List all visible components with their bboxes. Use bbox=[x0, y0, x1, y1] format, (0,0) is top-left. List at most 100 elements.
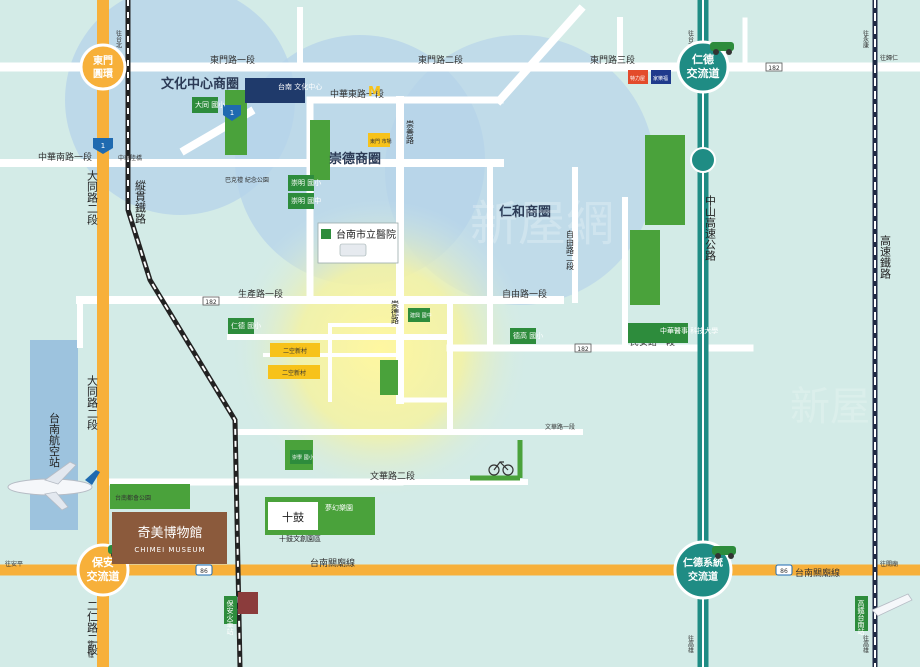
dir-guiren: 往歸仁 bbox=[880, 54, 898, 62]
dir-gaotie-north: 往永康 bbox=[862, 29, 869, 48]
label-wenhua-1: 文華路一段 bbox=[545, 423, 575, 431]
interchange-rende-line1: 仁德 bbox=[692, 52, 714, 66]
label-datong-2a: 大同路二段 bbox=[86, 169, 99, 226]
store-carrefour-label: 家樂福 bbox=[653, 75, 668, 82]
university: 中華醫事 科技大學 bbox=[628, 323, 718, 343]
dir-anping: 往安平 bbox=[5, 560, 23, 568]
school-jianxing-label: 建興 國中 bbox=[410, 312, 432, 319]
site-highlight bbox=[230, 200, 530, 500]
shield-182-text: 182 bbox=[205, 299, 217, 306]
store-hanshin bbox=[628, 70, 648, 84]
shield-1-mid-text: 1 bbox=[230, 109, 234, 117]
park-right-2 bbox=[630, 230, 660, 305]
district-renhe: 仁和商圈 bbox=[499, 204, 551, 220]
hsr-train-icon bbox=[871, 593, 913, 617]
interchange-rende-system-line1: 仁德系統 bbox=[683, 556, 723, 569]
interchange-baoan-line1: 保安 bbox=[91, 555, 114, 569]
dir-north: 往台北 bbox=[115, 29, 122, 49]
cultural-center-label: 台南 文化中心 bbox=[278, 82, 322, 91]
school-chongming: 崇明 國小 bbox=[288, 175, 321, 191]
dir-gaoxiong-1: 往高雄 bbox=[87, 639, 94, 659]
label-zhonghua-east: 中華東路一段 bbox=[330, 88, 384, 100]
label-rende-highway: 中山高速公路 bbox=[704, 195, 717, 262]
shield-182-b bbox=[574, 343, 592, 353]
railway-dashes bbox=[127, 0, 241, 667]
shigu-card bbox=[268, 502, 318, 530]
shield-86-b bbox=[775, 564, 793, 576]
interchange-rende-system-line2: 交流道 bbox=[688, 570, 718, 583]
label-guanmiao-2: 台南關廟線 bbox=[795, 567, 840, 579]
shield-182-b-text: 182 bbox=[577, 346, 589, 353]
airport-label: 台南航空站 bbox=[48, 411, 61, 468]
school-jianxing-2: 崇學 國小 bbox=[290, 450, 314, 464]
school-jianxing-2-label: 崇學 國小 bbox=[292, 454, 314, 461]
village-block-1 bbox=[270, 343, 320, 357]
village-block-2 bbox=[268, 365, 320, 379]
hsr-station-badge bbox=[855, 596, 868, 631]
interchange-dongmen-line2: 圓環 bbox=[93, 68, 114, 80]
label-ziyou-1: 自由路一段 bbox=[502, 288, 547, 300]
label-datong-2b: 大同路二段 bbox=[86, 374, 99, 431]
hsr-station: 高鐵台南站 bbox=[855, 593, 913, 636]
hospital-label: 台南市立醫院 bbox=[336, 228, 396, 241]
shield-182-c-text: 182 bbox=[768, 65, 780, 72]
label-metro-park: 台南都會公園 bbox=[115, 494, 151, 502]
school-dewen-label: 德高 國小 bbox=[513, 331, 543, 340]
ambulance-icon bbox=[339, 243, 367, 257]
school-jianxing: 建興 國中 bbox=[408, 308, 432, 322]
interchange-dongmen-line1: 東門 bbox=[93, 54, 113, 67]
hospital-cross-icon bbox=[321, 229, 331, 239]
district-wenhua: 文化中心商圈 bbox=[161, 76, 239, 92]
district-chongde: 崇德商圈 bbox=[329, 151, 381, 167]
park-small-2 bbox=[380, 360, 398, 395]
university-badge bbox=[628, 323, 688, 343]
label-shengchan: 生產路一段 bbox=[238, 288, 283, 300]
car-icon bbox=[712, 546, 736, 559]
green-road bbox=[470, 440, 523, 481]
dir-kunlun: 往關廟 bbox=[880, 560, 898, 568]
school-rende-label: 仁德 國小 bbox=[231, 321, 261, 330]
school-rende: 仁德 國小 bbox=[228, 318, 261, 334]
shield-1-left-text: 1 bbox=[101, 142, 105, 150]
school-daqiao: 大同 國小 bbox=[192, 97, 225, 113]
baoan-station-label: 保安火車站 bbox=[226, 599, 234, 636]
label-ziyou-2: 自由路二段 bbox=[566, 229, 575, 271]
chimei-block: 奇美博物館 CHIMEI MUSEUM bbox=[112, 512, 227, 564]
park-right-1 bbox=[645, 135, 685, 225]
shield-1-mid bbox=[223, 105, 241, 121]
shield-1-left bbox=[93, 138, 113, 154]
watermark-xinwu: 新屋網 bbox=[470, 196, 614, 252]
shigu-label: 十鼓文創園區 bbox=[279, 534, 321, 543]
label-chongde: 崇德路 bbox=[391, 300, 400, 324]
shield-182-c bbox=[765, 62, 783, 72]
shield-86 bbox=[195, 564, 213, 576]
label-zhonghua-south: 中華南路一段 bbox=[38, 151, 92, 163]
school-chongming-label: 崇明 國小 bbox=[291, 178, 321, 187]
school-chongming-2: 崇明 國中 bbox=[288, 193, 321, 209]
park-metro bbox=[110, 484, 190, 509]
shield-highway-1 bbox=[690, 147, 716, 173]
dir-south-top: 往台北 bbox=[687, 29, 694, 49]
baoan-station-badge bbox=[224, 596, 237, 624]
dir-gaoxiong-3: 往高雄 bbox=[862, 634, 869, 654]
store-hanshin-label: 特力屋 bbox=[630, 75, 645, 82]
label-wenhua-2: 文華路二段 bbox=[370, 470, 415, 482]
shield-182 bbox=[202, 296, 220, 306]
dir-gaoxiong-2: 往高雄 bbox=[687, 634, 694, 654]
school-dewen: 德高 國小 bbox=[510, 328, 543, 344]
label-dongmen-3: 東門路三段 bbox=[590, 54, 635, 66]
memorial-park-label: 巴克禮 紀念公園 bbox=[225, 176, 269, 184]
airplane-icon bbox=[7, 461, 100, 511]
label-dongmen-2: 東門路二段 bbox=[418, 54, 463, 66]
label-erren: 二仁路二段 bbox=[86, 600, 99, 656]
chimei-title: 奇美博物館 bbox=[137, 525, 202, 541]
interchange-baoan-line2: 交流道 bbox=[87, 569, 120, 583]
cultural-center: 台南 文化中心 bbox=[245, 78, 322, 103]
hsr-station-label: 高鐵台南站 bbox=[857, 599, 865, 636]
school-chongming-2-label: 崇明 國中 bbox=[291, 196, 321, 205]
village-label-2: 二空新村 bbox=[282, 369, 306, 377]
watermark-xinwu-2: 新屋 bbox=[790, 384, 870, 430]
university-label: 中華醫事 科技大學 bbox=[660, 326, 718, 335]
label-zhonghua-bridge: 中華陸橋 bbox=[118, 154, 142, 162]
chimei-background bbox=[112, 512, 227, 564]
